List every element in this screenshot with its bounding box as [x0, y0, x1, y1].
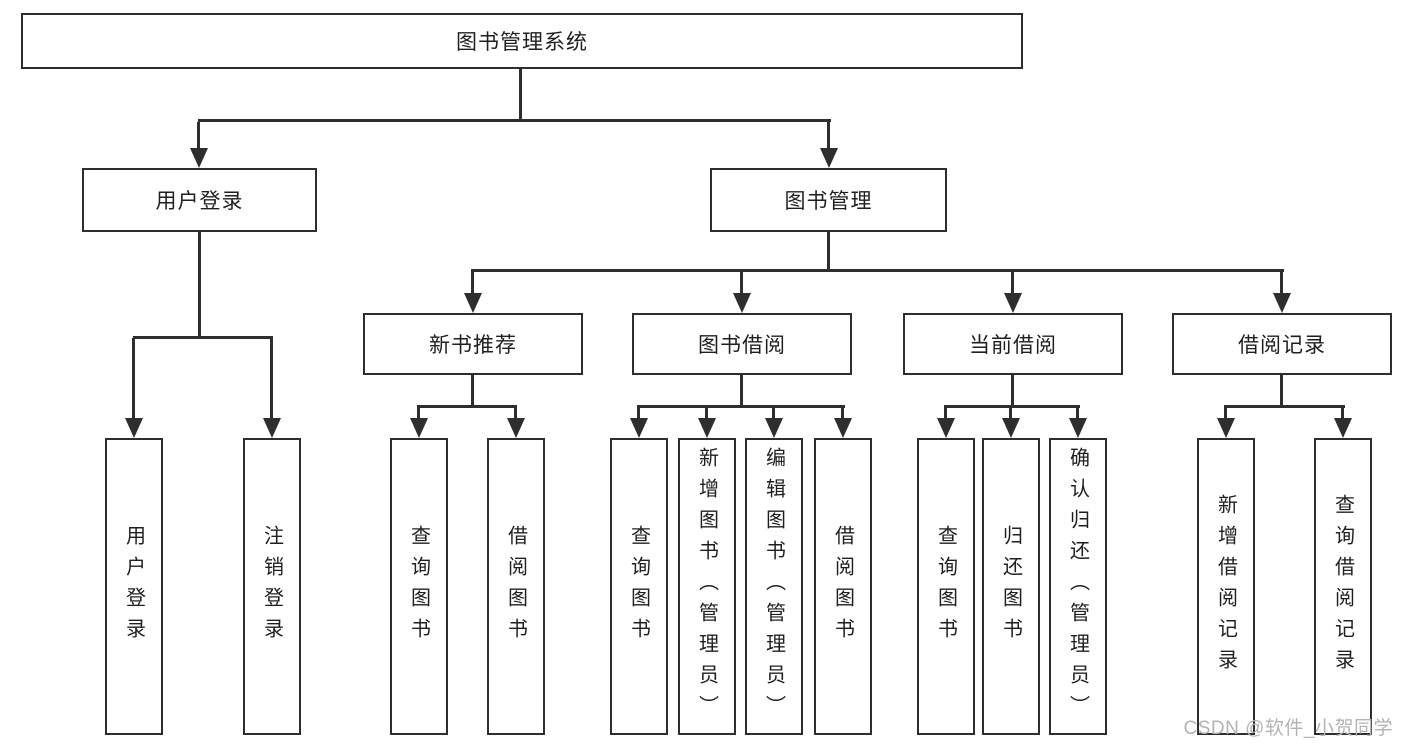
arrowhead-to-rc-query	[1334, 418, 1352, 438]
leaf-cb-query-books: 查询图书	[917, 438, 975, 735]
connector-drop-bw-query	[637, 407, 640, 420]
arrowhead-to-bw-borrow	[834, 418, 852, 438]
leaf-bw-edit-books-admin: 编辑图书（管理员）	[745, 438, 803, 735]
arrowhead-to-bw-query	[630, 418, 648, 438]
connector-drop-borrow-records	[1280, 272, 1283, 295]
connector-user-login-stem	[198, 232, 201, 338]
arrowhead-to-logout	[263, 418, 281, 438]
leaf-nb-query-books: 查询图书	[390, 438, 448, 735]
connector-current-bar	[944, 405, 1080, 408]
arrowhead-to-cb-query	[937, 418, 955, 438]
arrowhead-to-rc-add	[1217, 418, 1235, 438]
leaf-bw-borrow-books: 借阅图书	[814, 438, 872, 735]
connector-drop-bw-add	[705, 407, 708, 420]
leaf-cb-return-books: 归还图书	[982, 438, 1040, 735]
connector-book-borrow-bar	[637, 405, 845, 408]
leaf-user-login: 用户登录	[105, 438, 163, 735]
connector-current-stem	[1011, 375, 1014, 407]
arrowhead-to-nb-borrow	[507, 418, 525, 438]
leaf-rc-query-record: 查询借阅记录	[1314, 438, 1372, 735]
arrowhead-to-cb-confirm	[1069, 418, 1087, 438]
connector-new-book-stem	[471, 375, 474, 407]
connector-drop-logout	[270, 338, 273, 420]
arrowhead-to-borrow-records	[1273, 293, 1291, 313]
arrowhead-to-book-borrow	[733, 293, 751, 313]
leaf-bw-add-books-admin: 新增图书（管理员）	[678, 438, 736, 735]
connector-drop-new-book	[471, 272, 474, 295]
node-book-mgmt: 图书管理	[710, 168, 947, 232]
connector-drop-rc-query	[1341, 407, 1344, 420]
connector-drop-user-login	[197, 122, 200, 150]
node-borrow-records: 借阅记录	[1172, 313, 1392, 375]
node-new-book-rec: 新书推荐	[363, 313, 583, 375]
connector-book-mgmt-stem	[827, 232, 830, 272]
arrowhead-to-user-login	[190, 148, 208, 168]
leaf-bw-query-books: 查询图书	[610, 438, 668, 735]
leaf-nb-borrow-books: 借阅图书	[487, 438, 545, 735]
connector-drop-login	[132, 338, 135, 420]
arrowhead-to-cb-return	[1002, 418, 1020, 438]
arrowhead-to-bw-add	[698, 418, 716, 438]
arrowhead-to-login	[125, 418, 143, 438]
connector-drop-bw-edit	[772, 407, 775, 420]
node-library-system: 图书管理系统	[21, 13, 1023, 69]
connector-drop-bw-borrow	[841, 407, 844, 420]
connector-drop-cb-query	[944, 407, 947, 420]
connector-root-bar	[198, 119, 831, 122]
arrowhead-to-current-borrow	[1004, 293, 1022, 313]
connector-drop-current-borrow	[1011, 272, 1014, 295]
connector-drop-book-mgmt	[827, 122, 830, 150]
node-book-borrow: 图书借阅	[632, 313, 852, 375]
connector-user-login-bar	[133, 336, 273, 339]
connector-records-stem	[1280, 375, 1283, 407]
arrowhead-to-book-mgmt	[820, 148, 838, 168]
connector-records-bar	[1224, 405, 1345, 408]
connector-drop-book-borrow	[740, 272, 743, 295]
connector-drop-cb-confirm	[1076, 407, 1079, 420]
csdn-watermark: CSDN @软件_小贺同学	[1183, 718, 1393, 739]
connector-drop-cb-return	[1009, 407, 1012, 420]
arrowhead-to-bw-edit	[765, 418, 783, 438]
connector-drop-nb-borrow	[514, 407, 517, 420]
arrowhead-to-nb-query	[410, 418, 428, 438]
connector-drop-nb-query	[417, 407, 420, 420]
connector-drop-rc-add	[1224, 407, 1227, 420]
connector-book-mgmt-bar	[471, 269, 1284, 272]
leaf-logout: 注销登录	[243, 438, 301, 735]
connector-book-borrow-stem	[740, 375, 743, 407]
node-current-borrow: 当前借阅	[903, 313, 1123, 375]
node-user-login: 用户登录	[82, 168, 317, 232]
leaf-cb-confirm-return-admin: 确认归还（管理员）	[1049, 438, 1107, 735]
connector-root-stem	[519, 69, 522, 122]
leaf-rc-add-record: 新增借阅记录	[1197, 438, 1255, 735]
connector-new-book-bar	[417, 405, 517, 408]
arrowhead-to-new-book	[464, 293, 482, 313]
